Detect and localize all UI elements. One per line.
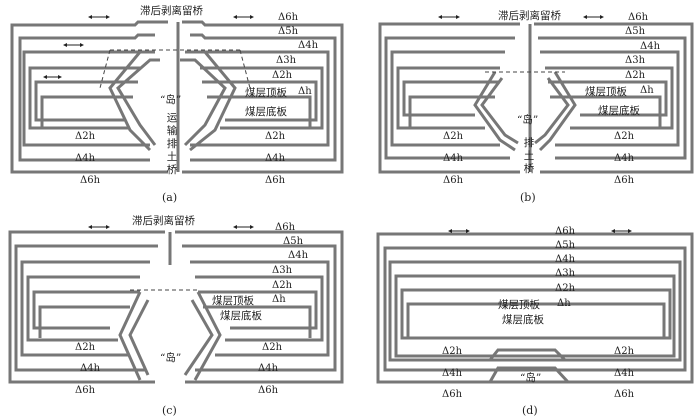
panel-a-island-label: “岛” — [160, 94, 182, 106]
panel-a-bridge-label: 滞后剥离留桥 — [140, 5, 203, 17]
panel-a-br-4h: Δ4h — [265, 153, 286, 164]
panel-c-caption: (c) — [162, 404, 177, 417]
panel-d-bl-6h: Δ6h — [442, 389, 463, 400]
panel-a-caption: (a) — [162, 191, 178, 204]
panel-c-benches — [8, 230, 344, 384]
panel-b-br-2h: Δ2h — [614, 131, 635, 142]
panel-c-island-label: “岛” — [160, 352, 182, 364]
panel-b-br-4h: Δ4h — [614, 153, 635, 164]
panel-c-bridge-label: 滞后剥离留桥 — [132, 215, 195, 227]
panel-c-br-4h: Δ4h — [258, 363, 279, 374]
panel-d-level-4h: Δ4h — [555, 254, 576, 265]
panel-c-bl-2h: Δ2h — [75, 342, 96, 353]
panel-b-level-3h: Δ3h — [625, 55, 646, 66]
panel-a-roof-label: 煤层顶板 — [245, 87, 287, 99]
panel-b-benches — [378, 22, 694, 174]
panel-a-br-6h: Δ6h — [265, 175, 286, 186]
panel-b-bl-4h: Δ4h — [443, 153, 464, 164]
panel-b-bl-6h: Δ6h — [443, 175, 464, 186]
panel-b-bridge-label: 滞后剥离留桥 — [498, 10, 561, 22]
panel-d-benches — [376, 232, 694, 384]
panel-a-vertical-label: 运输排土桥 — [166, 112, 178, 176]
panel-b-level-h: Δh — [640, 85, 654, 96]
panel-c-level-5h: Δ5h — [283, 236, 304, 247]
panel-a-level-h: Δh — [298, 86, 312, 97]
panel-b-floor-label: 煤层底板 — [598, 105, 640, 117]
panel-a-level-3h: Δ3h — [276, 55, 297, 66]
panel-c-level-3h: Δ3h — [272, 265, 293, 276]
panel-a-br-2h: Δ2h — [265, 131, 286, 142]
panel-d-level-5h: Δ5h — [555, 240, 576, 251]
panel-c-bl-4h: Δ4h — [80, 363, 101, 374]
panel-c-level-2h: Δ2h — [272, 280, 293, 291]
panel-d-roof-label: 煤层顶板 — [498, 299, 540, 311]
panel-d-island-label: “岛” — [520, 372, 542, 384]
panel-c-bl-6h: Δ6h — [75, 385, 96, 396]
panel-c-level-4h: Δ4h — [288, 250, 309, 261]
panel-b-caption: (b) — [520, 191, 536, 204]
panel-c-roof-label: 煤层顶板 — [212, 295, 254, 307]
panel-a-bl-6h: Δ6h — [80, 175, 101, 186]
panel-a-bl-2h: Δ2h — [75, 131, 96, 142]
panel-d-level-h: Δh — [557, 298, 571, 309]
panel-d-bl-4h: Δ4h — [442, 368, 463, 379]
panel-a-level-4h: Δ4h — [298, 40, 319, 51]
panel-d-br-2h: Δ2h — [614, 346, 635, 357]
panel-b-level-2h: Δ2h — [625, 70, 646, 81]
panel-d-caption: (d) — [522, 404, 538, 417]
panel-b-vertical-label: 排土桥 — [523, 137, 535, 175]
panel-b-level-6h: Δ6h — [628, 12, 649, 23]
panel-b-br-6h: Δ6h — [614, 175, 635, 186]
panel-c-floor-label: 煤层底板 — [220, 310, 262, 322]
panel-a-benches — [10, 20, 344, 174]
panel-b-island-label: “岛” — [517, 114, 539, 126]
panel-d-bl-2h: Δ2h — [442, 346, 463, 357]
panel-d-level-3h: Δ3h — [555, 268, 576, 279]
panel-d-br-6h: Δ6h — [614, 389, 635, 400]
panel-a-floor-label: 煤层底板 — [245, 106, 287, 118]
panel-d-floor-label: 煤层底板 — [502, 314, 544, 326]
panel-b-bl-2h: Δ2h — [443, 131, 464, 142]
direction-arrows — [43, 15, 632, 233]
panel-c-level-6h: Δ6h — [275, 222, 296, 233]
panel-c-level-h: Δh — [272, 294, 286, 305]
panel-b-roof-label: 煤层顶板 — [585, 86, 627, 98]
panel-d-br-4h: Δ4h — [614, 368, 635, 379]
panel-c-br-6h: Δ6h — [258, 385, 279, 396]
panel-a-level-2h: Δ2h — [272, 70, 293, 81]
panel-c-br-2h: Δ2h — [262, 342, 283, 353]
panel-a-level-5h: Δ5h — [278, 26, 299, 37]
panel-b-level-4h: Δ4h — [640, 41, 661, 52]
panel-a-level-6h: Δ6h — [278, 12, 299, 23]
panel-b-level-5h: Δ5h — [625, 26, 646, 37]
panel-d-level-2h: Δ2h — [555, 283, 576, 294]
panel-d-level-6h: Δ6h — [555, 226, 576, 237]
panel-a-bl-4h: Δ4h — [75, 153, 96, 164]
